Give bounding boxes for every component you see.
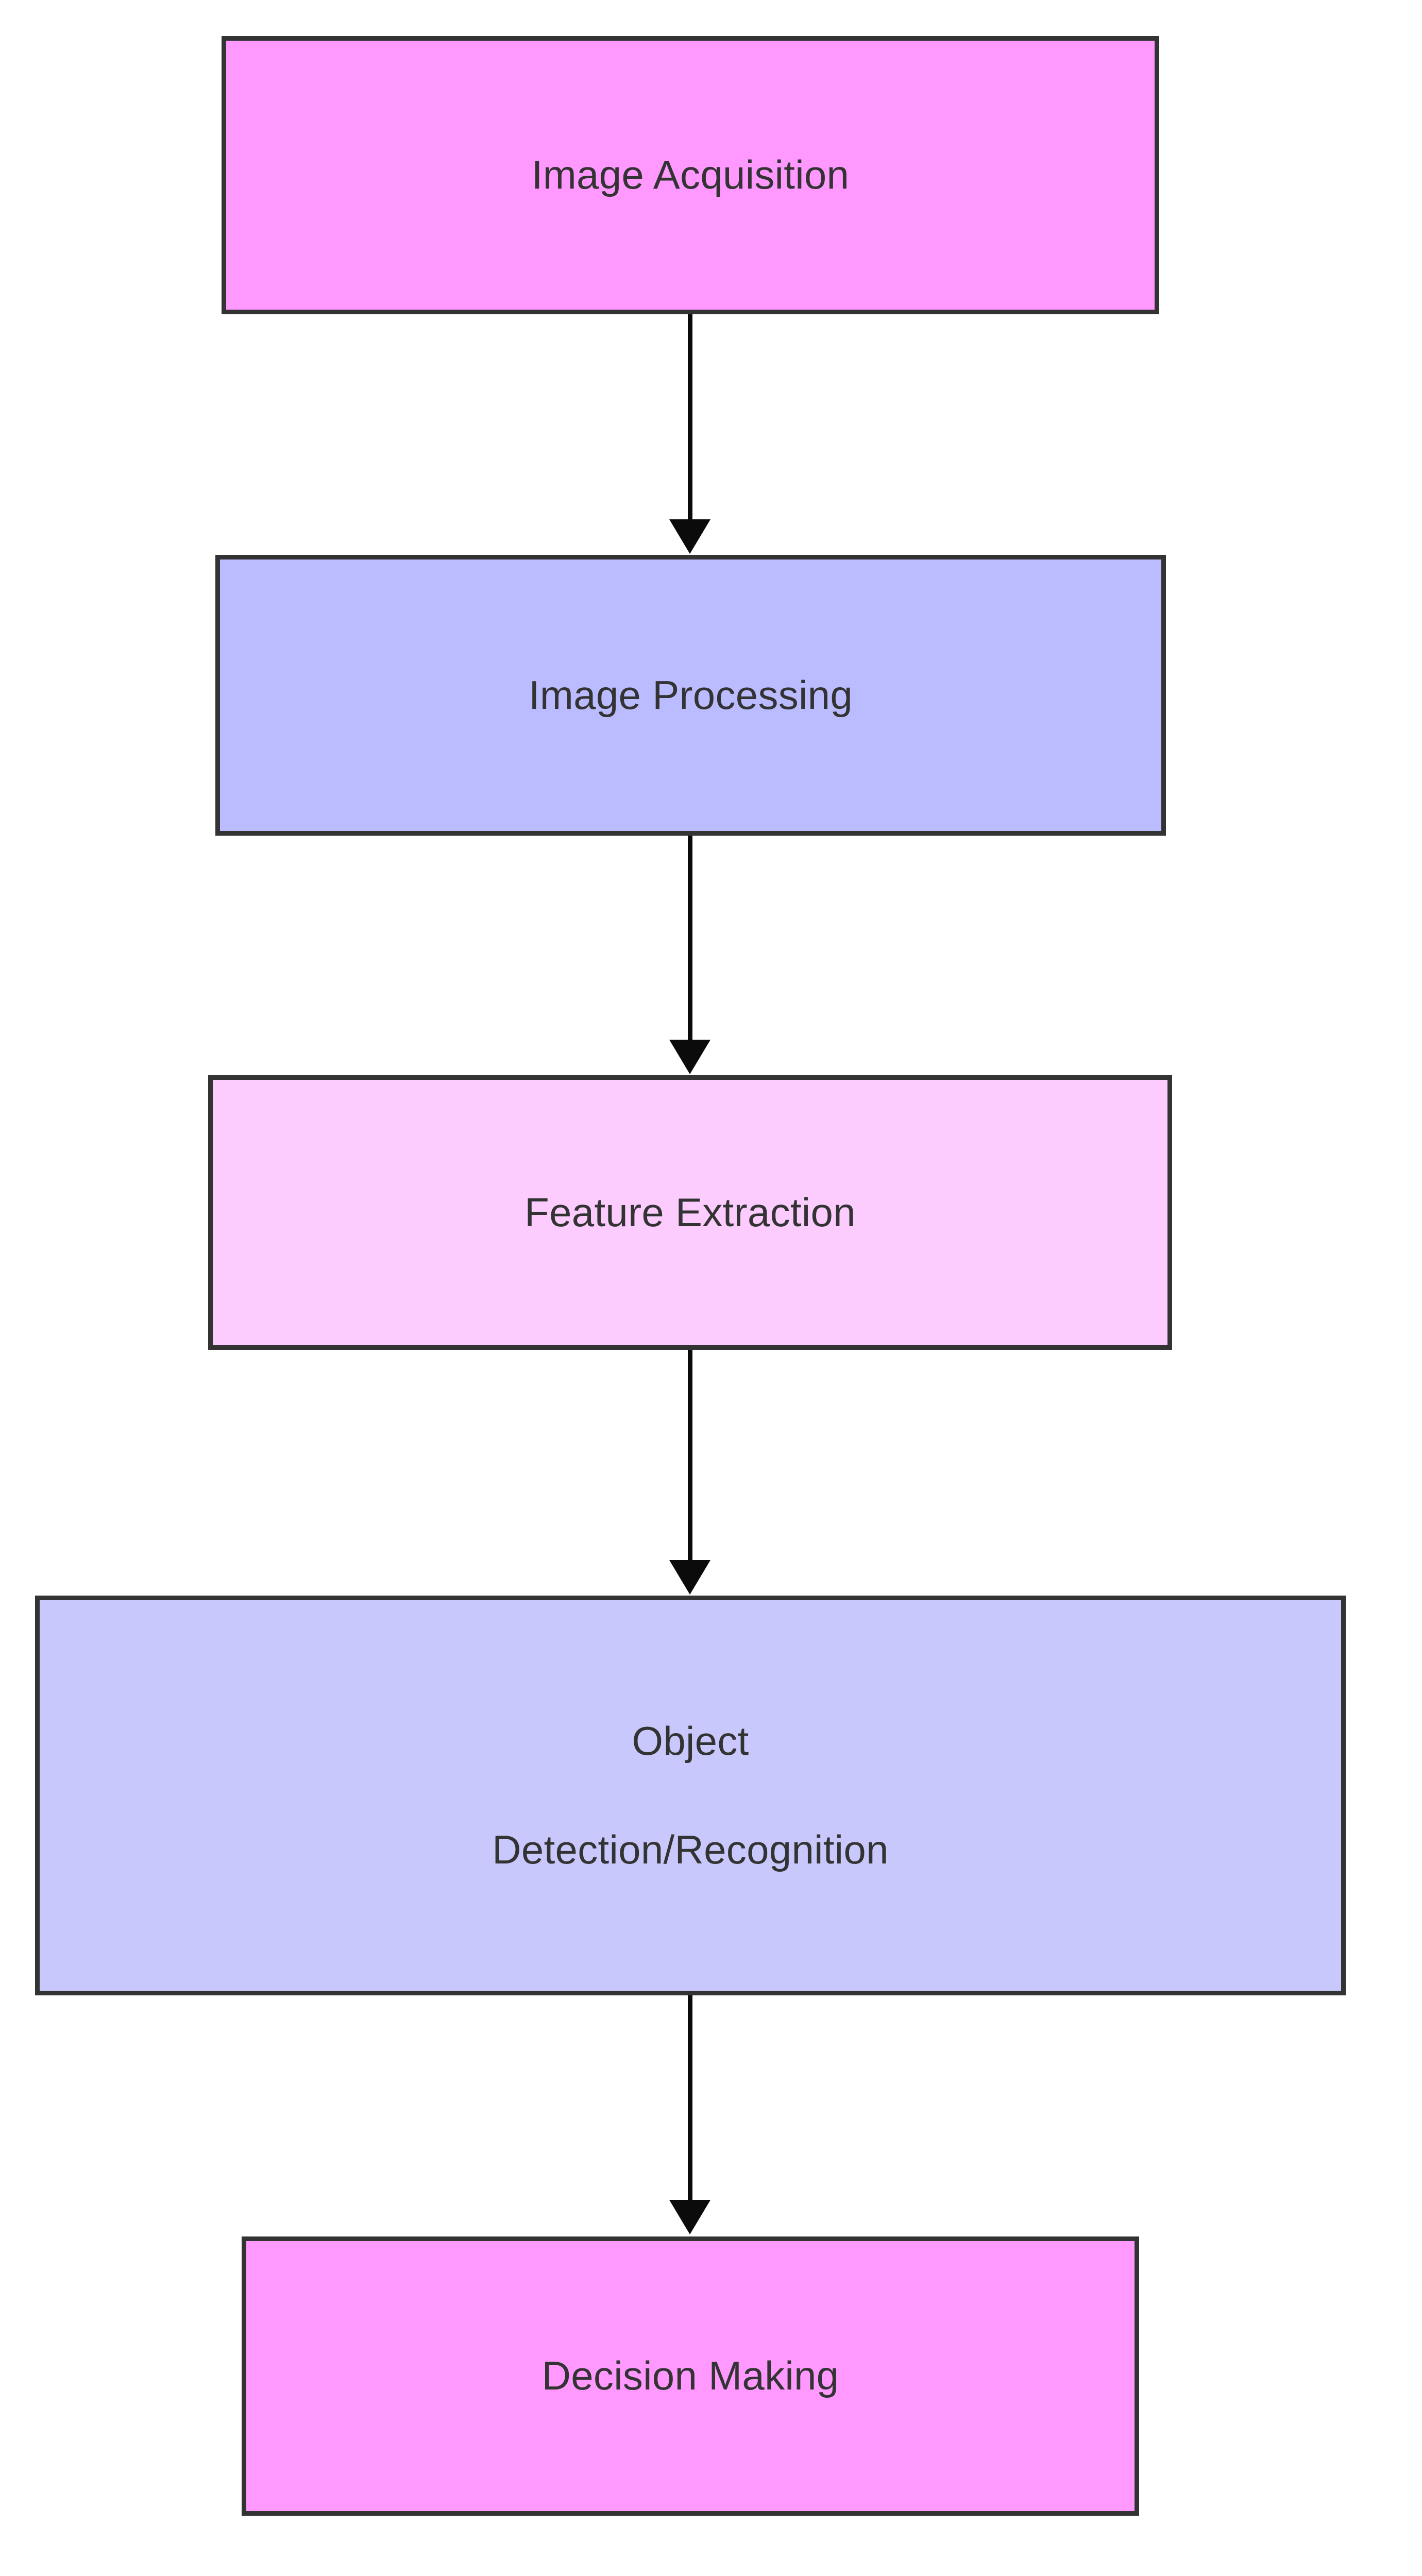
node-label: Object Detection/Recognition [492, 1660, 888, 1931]
node-label-line-1: Object [632, 1718, 749, 1764]
arrowhead-icon [669, 1040, 710, 1074]
arrowhead-icon [669, 519, 710, 554]
edge-line [688, 1350, 692, 1560]
node-label: Image Processing [528, 672, 853, 718]
arrowhead-icon [669, 1560, 710, 1595]
edge-line [688, 1995, 692, 2200]
node-image-processing[interactable]: Image Processing [215, 555, 1166, 836]
edge-line [688, 836, 692, 1040]
node-object-detection-recognition[interactable]: Object Detection/Recognition [35, 1596, 1346, 1995]
node-label: Image Acquisition [531, 152, 850, 198]
node-label-line-2: Detection/Recognition [492, 1826, 889, 1872]
node-image-acquisition[interactable]: Image Acquisition [222, 36, 1159, 314]
edge-line [688, 314, 692, 520]
node-feature-extraction[interactable]: Feature Extraction [208, 1075, 1172, 1350]
node-label: Feature Extraction [524, 1189, 856, 1235]
node-label: Decision Making [541, 2353, 839, 2399]
node-decision-making[interactable]: Decision Making [242, 2236, 1139, 2516]
arrowhead-icon [669, 2200, 710, 2234]
